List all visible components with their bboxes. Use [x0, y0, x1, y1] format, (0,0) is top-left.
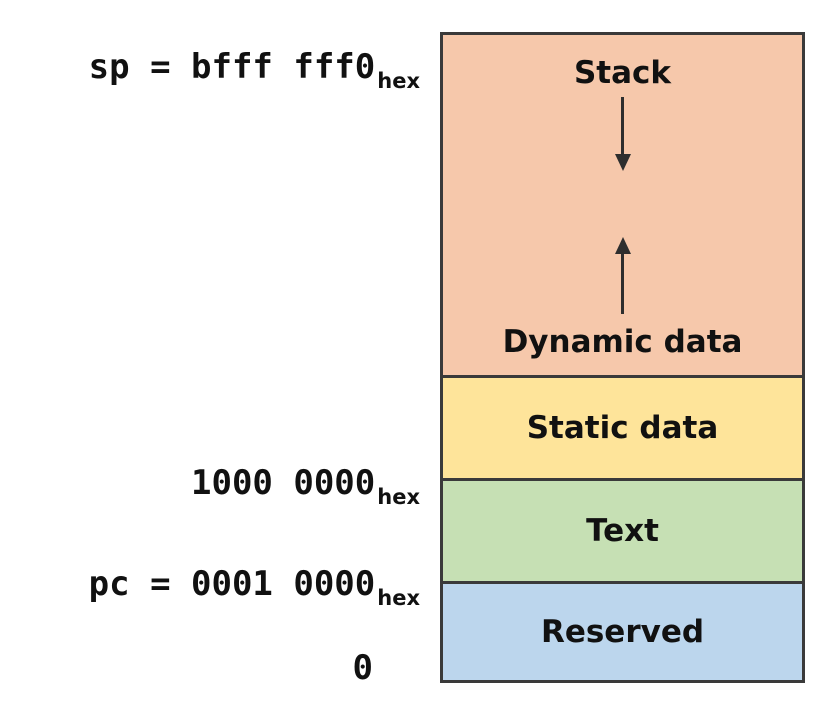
text-segment: Text: [443, 478, 802, 581]
arrow-up-icon: [621, 241, 624, 314]
static-data-label: Static data: [526, 410, 719, 446]
sp-address-hex-subscript: hex: [377, 69, 420, 93]
arrow-down-icon: [621, 97, 624, 167]
sp-address-value: sp = bfff fff0: [88, 47, 376, 87]
reserved-segment: Reserved: [443, 581, 802, 680]
static-start-address-label: 1000 0000hex: [191, 463, 420, 508]
sp-address-label: sp = bfff fff0hex: [88, 47, 420, 92]
memory-layout: Stack Dynamic data Static data Text Rese…: [440, 32, 805, 683]
static-start-hex-subscript: hex: [377, 485, 420, 509]
zero-address-value: 0: [352, 648, 373, 688]
reserved-label: Reserved: [540, 614, 705, 650]
static-start-address-value: 1000 0000: [191, 463, 376, 503]
stack-segment: Stack Dynamic data: [443, 35, 802, 375]
static-data-segment: Static data: [443, 375, 802, 478]
arrow-down-head-icon: [614, 154, 631, 171]
zero-address-label: 0: [353, 651, 373, 685]
pc-address-hex-subscript: hex: [377, 586, 420, 610]
pc-address-label: pc = 0001 0000hex: [88, 564, 420, 609]
stack-label: Stack: [573, 55, 672, 91]
dynamic-data-label: Dynamic data: [502, 324, 743, 360]
text-label: Text: [586, 513, 659, 549]
pc-address-value: pc = 0001 0000: [88, 564, 376, 604]
